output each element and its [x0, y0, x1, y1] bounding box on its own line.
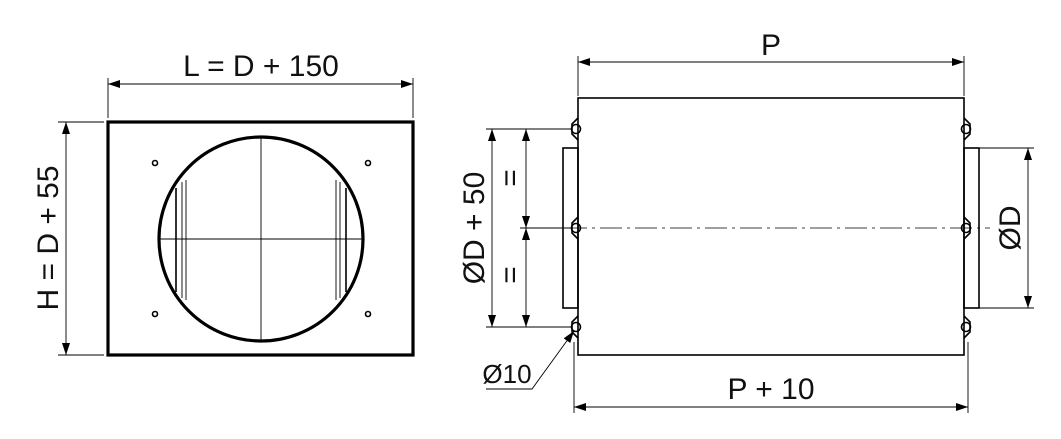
- front-view: L = D + 150 H = D + 55: [32, 50, 415, 357]
- front-height-label: H = D + 55: [32, 165, 65, 310]
- front-width-dimension: L = D + 150: [107, 50, 414, 118]
- front-plate-outline: [106, 120, 415, 357]
- equal-mark-bottom: =: [494, 266, 527, 284]
- mounting-hole-top-left: [151, 159, 159, 167]
- front-height-dimension: H = D + 55: [32, 121, 104, 356]
- mounting-hole-bottom-right: [364, 310, 372, 318]
- length-total-label: P + 10: [727, 373, 814, 406]
- equal-mark-top: =: [494, 169, 527, 187]
- duct-diameter-label: ØD: [994, 206, 1027, 251]
- side-body-outline: [577, 97, 965, 356]
- length-dimension-bottom: P + 10: [573, 342, 969, 413]
- mounting-hole-bottom-left: [151, 310, 159, 318]
- length-label: P: [761, 29, 781, 62]
- front-width-label: L = D + 150: [183, 50, 339, 83]
- bracket-spacing-label: ØD + 50: [458, 172, 491, 285]
- bracket-spacing-dimension: ØD + 50 = =: [458, 128, 572, 328]
- right-bracket-middle: [960, 216, 972, 240]
- left-bracket-top: [570, 117, 582, 141]
- front-left-inner-edges: [175, 180, 187, 300]
- hole-diameter-leader: Ø10: [482, 330, 575, 390]
- hole-diameter-label: Ø10: [482, 359, 531, 389]
- right-bracket-bottom: [960, 315, 972, 339]
- left-bracket-bottom: [570, 315, 582, 339]
- duct-diameter-dimension: ØD: [979, 147, 1034, 309]
- front-right-inner-edges: [335, 180, 347, 300]
- side-view: P P + 10 ØD ØD + 50 = =: [458, 29, 1034, 413]
- mounting-hole-top-right: [364, 159, 372, 167]
- right-bracket-top: [960, 117, 972, 141]
- length-dimension-top: P: [577, 29, 965, 96]
